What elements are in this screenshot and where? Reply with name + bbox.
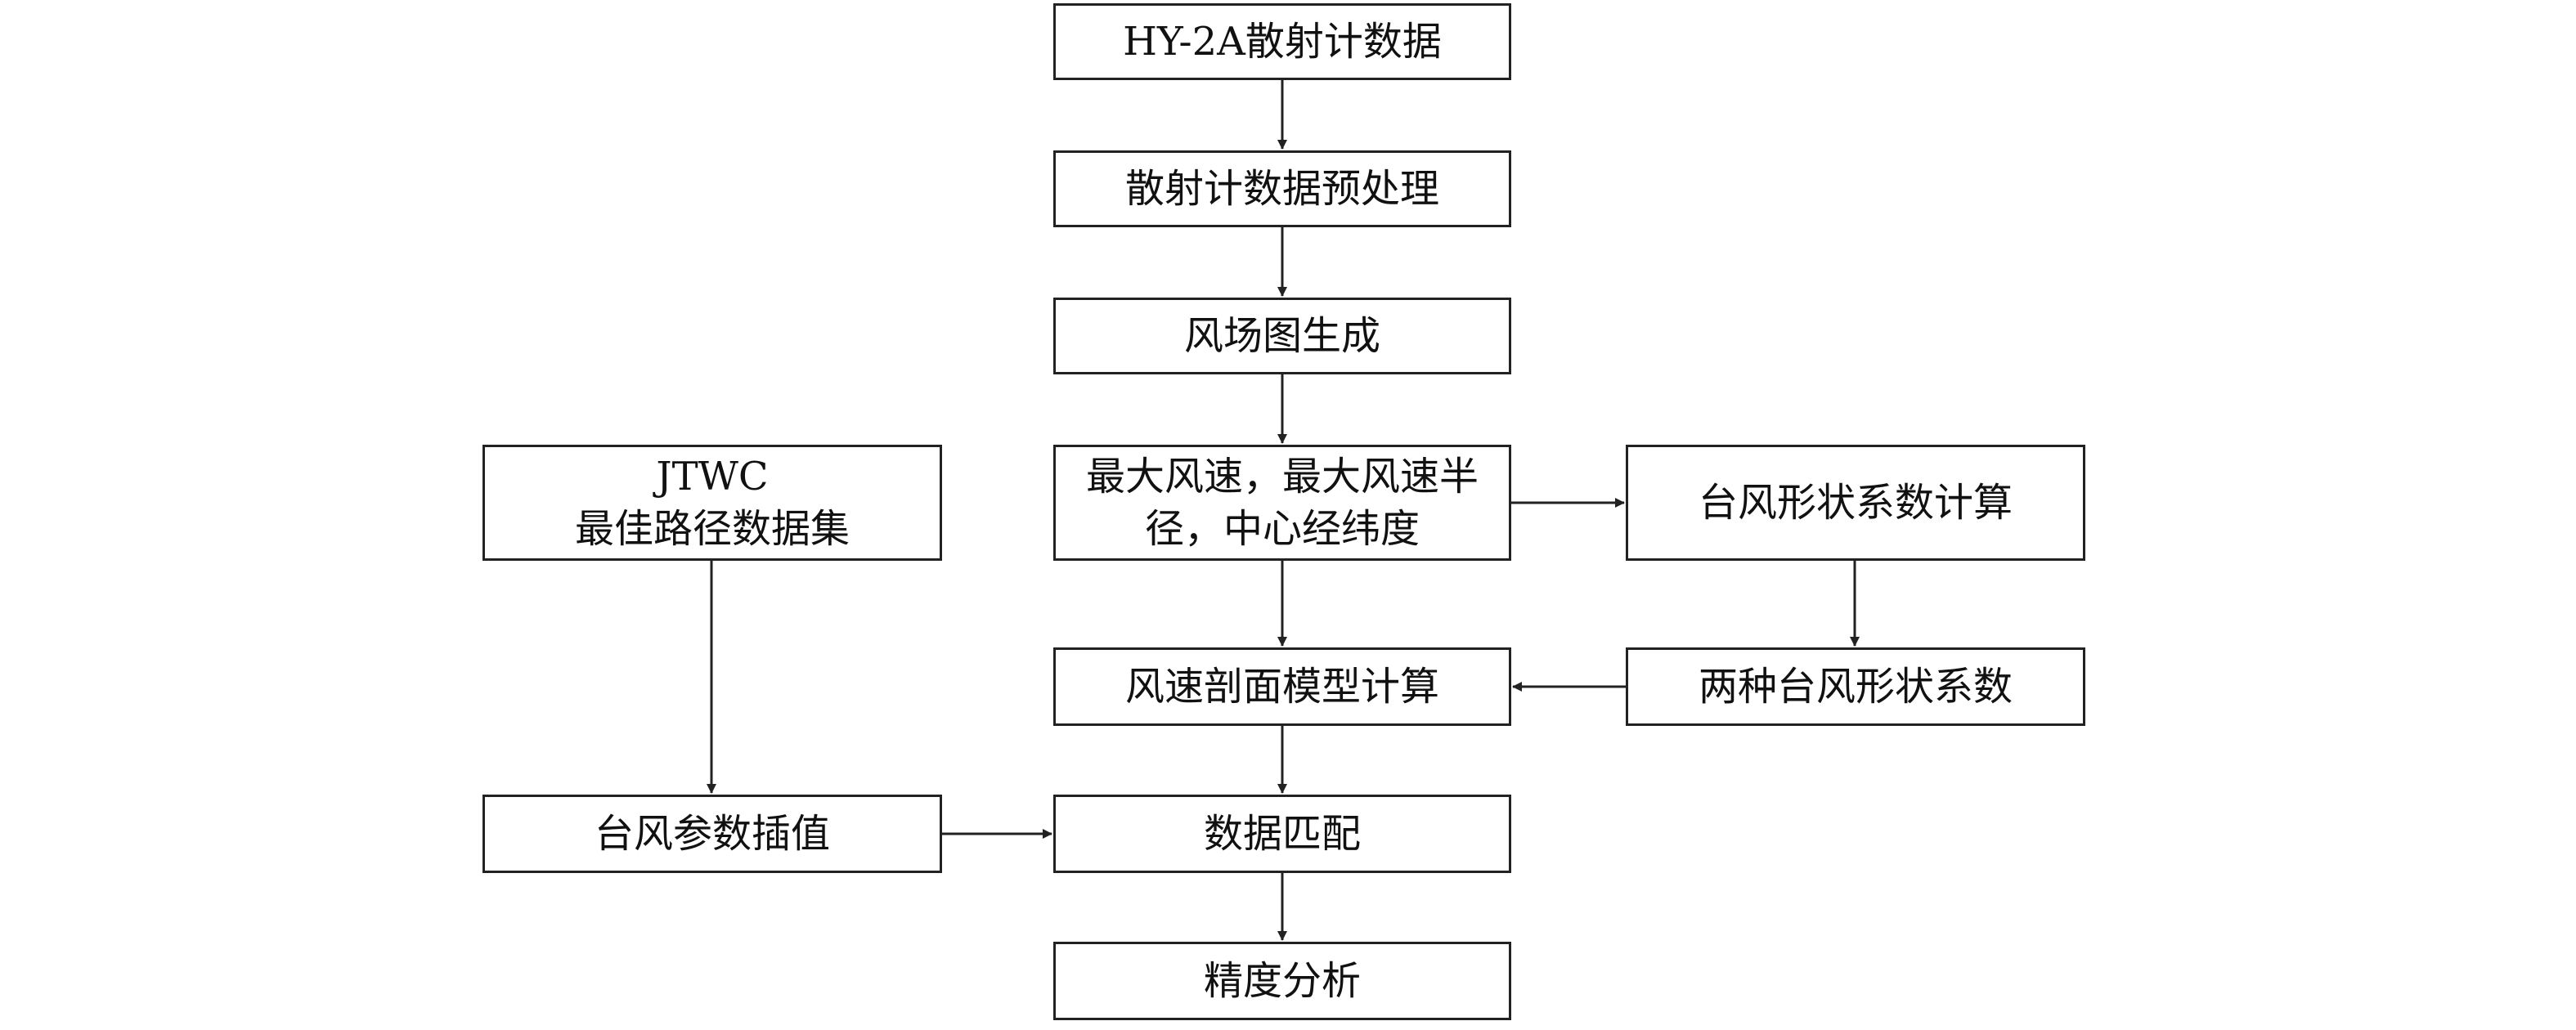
node-data-matching: 数据匹配 [1053,795,1511,873]
node-label: 精度分析 [1203,958,1361,1004]
node-label: 散射计数据预处理 [1124,166,1439,212]
node-label-line1: 最大风速，最大风速半 [1085,454,1479,499]
node-label: 数据匹配 [1203,811,1361,857]
node-label: 两种台风形状系数 [1698,664,2013,710]
node-label: HY-2A散射计数据 [1123,19,1442,65]
node-label-line1: JTWC [656,454,769,499]
node-label: 台风参数插值 [594,811,830,857]
node-scatterometer-preprocess: 散射计数据预处理 [1053,150,1511,227]
node-accuracy-analysis: 精度分析 [1053,942,1511,1020]
node-jtwc-best-track: JTWC 最佳路径数据集 [482,445,942,561]
node-max-wind-params: 最大风速，最大风速半 径，中心经纬度 [1053,445,1511,561]
node-hy2a-scatterometer-data: HY-2A散射计数据 [1053,3,1511,80]
node-two-shape-coeffs: 两种台风形状系数 [1626,647,2085,726]
node-label: 台风形状系数计算 [1698,480,2013,526]
node-label-line2: 径，中心经纬度 [1144,506,1420,552]
node-label-line2: 最佳路径数据集 [574,506,850,552]
node-typhoon-param-interp: 台风参数插值 [482,795,942,873]
node-shape-coeff-calc: 台风形状系数计算 [1626,445,2085,561]
node-wind-profile-model: 风速剖面模型计算 [1053,647,1511,726]
node-label: 风场图生成 [1183,313,1380,359]
node-label: 风速剖面模型计算 [1124,664,1439,710]
node-wind-map-generation: 风场图生成 [1053,298,1511,374]
